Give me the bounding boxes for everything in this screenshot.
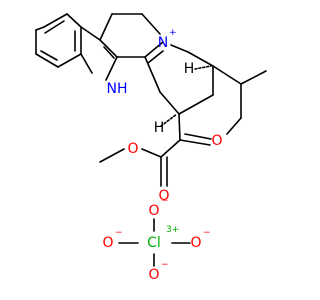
bond [147,50,164,64]
bond [184,133,212,140]
hydrogen-label-lower: H [154,120,165,136]
bond [57,53,82,68]
bond [80,53,93,74]
bond [194,65,212,70]
chlorine-charge: 3+ [166,225,179,235]
ester-group [99,139,181,187]
bond [170,44,189,53]
bond [141,13,161,35]
perchlorate-oxygen-top: O [148,203,159,219]
bond [35,26,45,31]
bond [66,13,82,28]
aromatic-inner-bond [40,50,58,61]
molecule-drawing: NH N + O O O H H Cl 3+ O − O − O − O − [35,13,267,283]
bond [187,51,214,67]
bond [212,65,242,85]
perchlorate-oxygen-left: O [102,235,113,251]
bond [35,53,59,68]
piperidinium-ring [99,13,164,64]
perchlorate-oxygen-right-charge: − [203,228,211,238]
stereo-hash-upper [194,65,212,70]
ring-oxygen-label: O [211,133,222,149]
perchlorate-bonds [118,218,191,267]
bond [141,148,162,158]
bond [160,139,181,158]
bond [103,46,115,59]
nh-label: NH [107,81,128,97]
bond [240,70,267,85]
stereo-hash-lower [160,113,178,127]
hydrogen-label-upper: H [184,61,195,77]
nitrogen-charge: + [169,28,177,38]
bond [99,39,118,58]
bond [99,13,113,41]
pyrrole-ring [80,26,118,81]
bond [160,113,178,127]
bond [144,41,164,58]
bond [179,139,211,146]
bond [159,91,180,115]
bond [80,26,101,41]
perchlorate-oxygen-bottom: O [148,267,159,283]
benzene-ring [35,13,82,68]
bond [105,56,118,81]
bond [178,94,214,115]
bond [178,113,181,141]
perchlorate-oxygen-top-charge: − [161,196,169,206]
ester-oxygen-label: O [127,141,138,157]
bond [144,56,161,93]
nitrogen-label: N [158,35,168,51]
bond [226,117,242,135]
ring-d [144,44,214,115]
bond [99,148,125,163]
perchlorate-oxygen-left-charge: − [115,228,123,238]
perchlorate-oxygen-right: O [190,235,201,251]
aromatic-inner-bond [44,20,65,34]
bond [43,13,68,28]
carbonyl-oxygen-label: O [158,188,169,204]
structure-canvas: NH N + O O O H H Cl 3+ O − O − O − O − [35,13,267,283]
pyran-ring [178,65,267,146]
chlorine-label: Cl [147,235,161,251]
perchlorate-oxygen-bottom-charge: − [161,260,169,270]
